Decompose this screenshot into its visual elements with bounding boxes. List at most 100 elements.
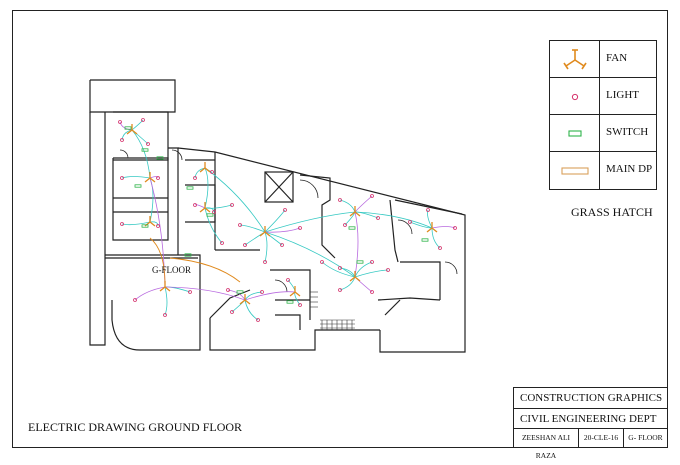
switch-icon [124,126,132,130]
light-icon [156,176,160,180]
light-icon [193,176,197,180]
light-icon [426,208,430,212]
title-block-details: ZEESHAN ALI RAZA 20-CLE-16 G- FLOOR [514,429,667,460]
switch-icon [184,253,192,257]
light-icon [338,288,342,292]
legend-label-main-dp: MAIN DP [606,163,653,175]
light-icon [286,278,290,282]
light-icon [260,290,264,294]
legend-row-light: LIGHT [550,78,656,115]
switch-icon [141,148,149,152]
light-icon [120,138,124,142]
room-label-g-floor: G-FLOOR [152,265,191,275]
light-icon [386,268,390,272]
title-block-author: ZEESHAN ALI RAZA [514,429,579,460]
light-icon [338,266,342,270]
light-icon [370,260,374,264]
light-icon [370,194,374,198]
light-icon [210,170,214,174]
drawing-title: ELECTRIC DRAWING GROUND FLOOR [28,420,243,434]
legend-label-light: LIGHT [606,89,639,101]
light-icon [343,223,347,227]
fan-icon [159,281,171,292]
light-icon [212,210,216,214]
title-block: CONSTRUCTION GRAPHICS CIVIL ENGINEERING … [513,387,668,460]
switch-icon [156,156,164,160]
light-icon [550,78,600,114]
light-icon [220,241,224,245]
switch-icon [206,213,214,217]
switch-icon [141,224,149,228]
legend-row-main-dp: MAIN DP [550,152,656,189]
switch-icon [356,260,364,264]
light-icon [230,203,234,207]
legend-row-fan: FAN [550,41,656,78]
legend-label-switch: SWITCH [606,126,649,138]
fan-icon [144,216,156,227]
switch-icon [286,300,294,304]
switch-symbols [124,126,429,304]
legend-label-fan: FAN [606,52,628,64]
light-icon [193,203,197,207]
light-icon [163,313,167,317]
switch-icon [421,238,429,242]
light-icon [376,216,380,220]
light-icon [263,260,267,264]
light-icon [230,310,234,314]
switch-icon [186,186,194,190]
main-dp-feed [149,237,166,286]
fan-icon [289,286,301,297]
fan-symbols [126,124,438,305]
title-block-course: CONSTRUCTION GRAPHICS [514,388,667,409]
sheet-border [12,10,668,448]
light-icon [283,208,287,212]
light-icon [320,260,324,264]
fan-icon [426,222,438,233]
fan-icon [550,41,600,77]
light-icon [141,118,145,122]
fan-icon [259,226,271,237]
main-dp-icon [550,152,600,189]
fan-icon [349,206,361,217]
fan-icon [144,172,156,183]
light-icon [370,290,374,294]
light-icon [256,318,260,322]
light-icon [338,198,342,202]
title-block-sheet: G- FLOOR [628,433,663,442]
light-icon [280,243,284,247]
fan-icon [239,294,251,305]
light-symbols [118,118,457,322]
light-icon [298,226,302,230]
switch-icon [348,226,356,230]
light-icon [408,220,412,224]
main-dp-feed-2 [169,257,241,283]
fan-icon [199,202,211,213]
legend-row-switch: SWITCH [550,115,656,152]
fan-icon [199,162,211,173]
light-icon [188,290,192,294]
light-icon [298,303,302,307]
light-icon [120,222,124,226]
switch-icon [134,184,142,188]
plan-walls [89,79,466,353]
switch-icon [236,290,244,294]
light-icon [156,224,160,228]
light-icon [146,142,150,146]
light-icon [118,120,122,124]
light-icon [120,176,124,180]
legend-table: FAN LIGHT SWITCH MAIN D [549,40,657,190]
switch-icon [550,115,600,151]
light-icon [226,288,230,292]
grass-hatch-label: GRASS HATCH [571,205,653,219]
fan-icon [349,271,361,282]
light-icon [238,223,242,227]
light-icon [133,298,137,302]
fan-icon [126,124,138,135]
title-block-department: CIVIL ENGINEERING DEPT [514,409,667,429]
title-block-roll-number: 20-CLE-16 [579,429,624,447]
light-icon [453,226,457,230]
light-icon [438,246,442,250]
light-icon [243,243,247,247]
